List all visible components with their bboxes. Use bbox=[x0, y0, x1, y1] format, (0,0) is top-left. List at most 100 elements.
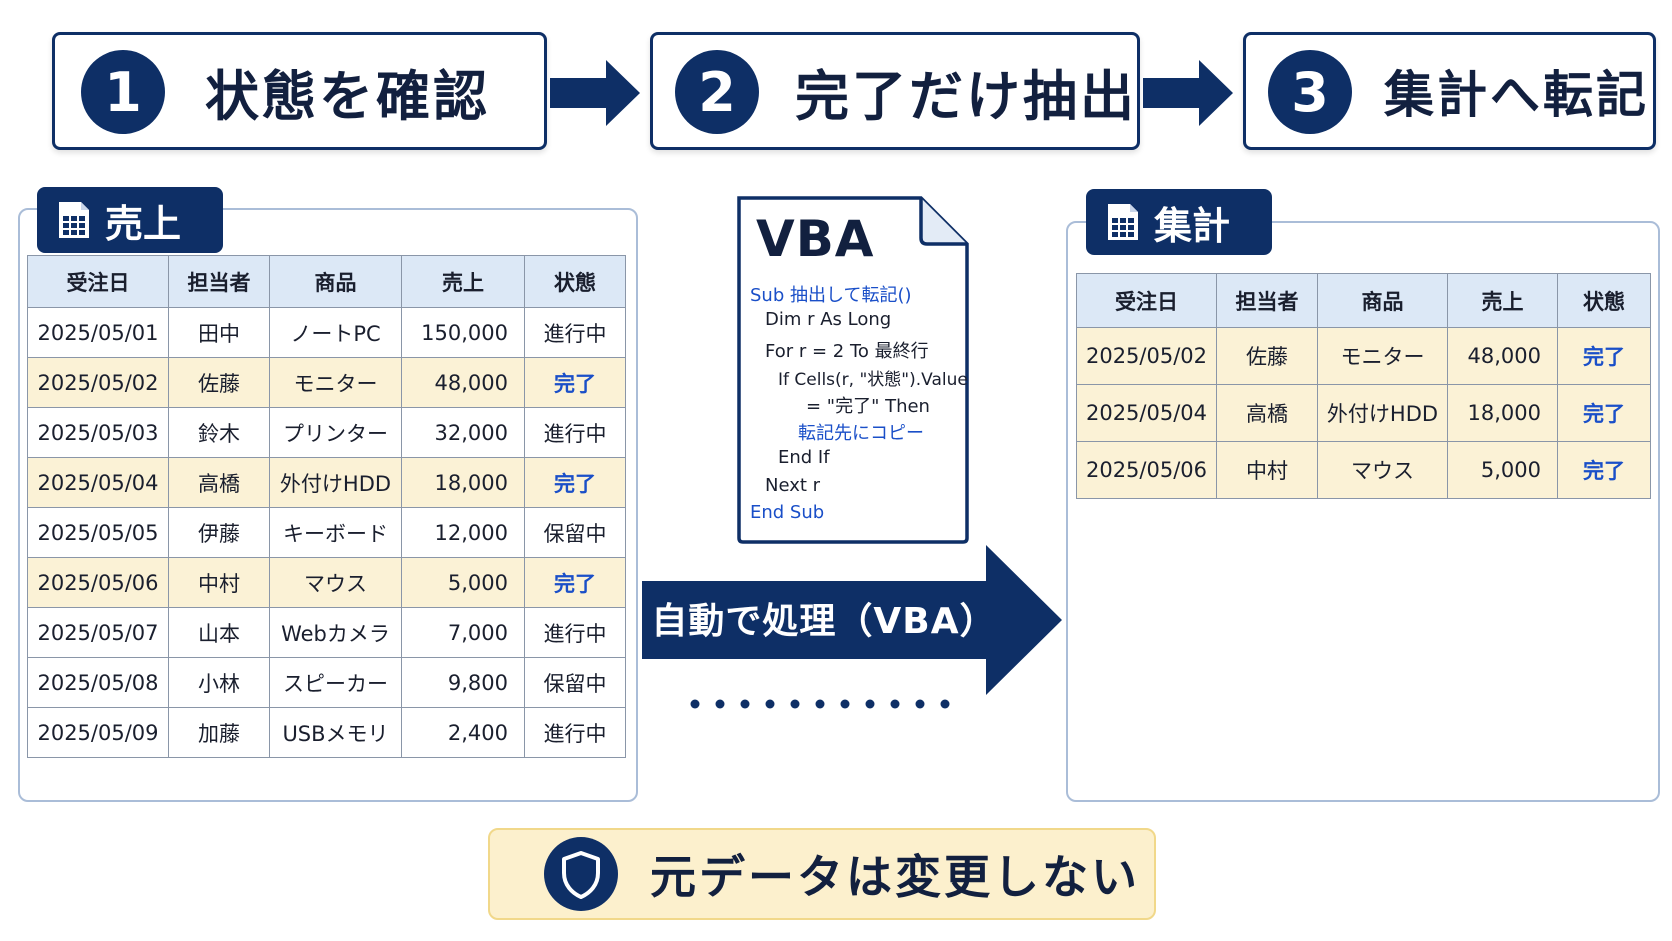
sales-table-cell: 高橋 bbox=[168, 457, 270, 508]
summary-sheet-tab: 集計 bbox=[1086, 189, 1272, 255]
spreadsheet-icon bbox=[1108, 204, 1138, 240]
sales-table-cell: USBメモリ bbox=[269, 707, 402, 758]
sales-table-cell: マウス bbox=[269, 557, 402, 608]
summary-table-cell: 2025/05/06 bbox=[1076, 441, 1217, 499]
process-arrow-icon bbox=[642, 545, 1062, 695]
step-2-number: 2 bbox=[675, 50, 759, 134]
sales-table-cell: 5,000 bbox=[401, 557, 525, 608]
summary-table-cell: 2025/05/02 bbox=[1076, 327, 1217, 385]
summary-table-cell: 5,000 bbox=[1447, 441, 1558, 499]
sales-table-cell: 小林 bbox=[168, 657, 270, 708]
dotted-divider bbox=[690, 699, 950, 709]
sales-table-cell: 外付けHDD bbox=[269, 457, 402, 508]
sales-table-cell: ノートPC bbox=[269, 307, 402, 358]
sales-table-cell: 9,800 bbox=[401, 657, 525, 708]
spreadsheet-icon bbox=[59, 202, 89, 238]
sales-table-cell: 完了 bbox=[524, 557, 626, 608]
summary-column-header: 売上 bbox=[1447, 273, 1558, 328]
sales-column-header: 担当者 bbox=[168, 255, 270, 308]
sales-table-cell: 2,400 bbox=[401, 707, 525, 758]
sales-table-cell: 加藤 bbox=[168, 707, 270, 758]
sales-table-cell: 2025/05/05 bbox=[27, 507, 169, 558]
summary-table-cell: 佐藤 bbox=[1216, 327, 1318, 385]
sales-table-cell: 150,000 bbox=[401, 307, 525, 358]
code-line: End If bbox=[778, 447, 830, 468]
sales-table-cell: 中村 bbox=[168, 557, 270, 608]
summary-table-cell: 高橋 bbox=[1216, 384, 1318, 442]
sales-table-cell: 進行中 bbox=[524, 307, 626, 358]
step-1-number: 1 bbox=[81, 50, 165, 134]
summary-table-cell: 完了 bbox=[1557, 327, 1651, 385]
sales-table-cell: 進行中 bbox=[524, 707, 626, 758]
sales-table-cell: プリンター bbox=[269, 407, 402, 458]
code-line: Sub 抽出して転記() bbox=[750, 285, 912, 306]
step-1-label: 状態を確認 bbox=[205, 64, 490, 128]
sales-table-cell: スピーカー bbox=[269, 657, 402, 708]
summary-column-header: 担当者 bbox=[1216, 273, 1318, 328]
note-banner: 元データは変更しない bbox=[488, 828, 1156, 920]
sales-table-cell: 2025/05/08 bbox=[27, 657, 169, 708]
sales-table-cell: 山本 bbox=[168, 607, 270, 658]
summary-table-cell: モニター bbox=[1317, 327, 1448, 385]
sales-table-cell: 2025/05/09 bbox=[27, 707, 169, 758]
sales-table-cell: 佐藤 bbox=[168, 357, 270, 408]
step-3-label: 集計へ転記 bbox=[1384, 66, 1649, 124]
sales-table-cell: 2025/05/01 bbox=[27, 307, 169, 358]
step-3-box: 3 集計へ転記 bbox=[1243, 32, 1656, 150]
code-line: Next r bbox=[765, 475, 821, 496]
summary-table-cell: 外付けHDD bbox=[1317, 384, 1448, 442]
code-line: = "完了" Then bbox=[806, 396, 930, 417]
step-arrow-2-icon bbox=[1143, 60, 1233, 126]
summary-column-header: 受注日 bbox=[1076, 273, 1217, 328]
summary-column-header: 商品 bbox=[1317, 273, 1448, 328]
summary-table-cell: 完了 bbox=[1557, 441, 1651, 499]
summary-table-cell: 完了 bbox=[1557, 384, 1651, 442]
code-line: If Cells(r, "状態").Value bbox=[778, 370, 968, 390]
sales-table-cell: 伊藤 bbox=[168, 507, 270, 558]
note-text: 元データは変更しない bbox=[650, 850, 1140, 904]
summary-sheet-title: 集計 bbox=[1154, 203, 1231, 248]
summary-table-cell: 18,000 bbox=[1447, 384, 1558, 442]
sales-column-header: 売上 bbox=[401, 255, 525, 308]
sales-table-cell: 保留中 bbox=[524, 657, 626, 708]
vba-document-icon bbox=[737, 196, 969, 544]
sales-table-cell: Webカメラ bbox=[269, 607, 402, 658]
sales-table-cell: 2025/05/03 bbox=[27, 407, 169, 458]
step-arrow-1-icon bbox=[550, 60, 640, 126]
summary-table-cell: 48,000 bbox=[1447, 327, 1558, 385]
code-line: For r = 2 To 最終行 bbox=[765, 341, 929, 362]
sales-table-cell: 32,000 bbox=[401, 407, 525, 458]
sales-table-cell: 18,000 bbox=[401, 457, 525, 508]
step-2-box: 2 完了だけ抽出 bbox=[650, 32, 1140, 150]
step-3-number: 3 bbox=[1268, 50, 1352, 134]
sales-table-cell: 進行中 bbox=[524, 607, 626, 658]
code-line: 転記先にコピー bbox=[798, 423, 924, 444]
sales-table-cell: 2025/05/06 bbox=[27, 557, 169, 608]
sales-table-cell: 保留中 bbox=[524, 507, 626, 558]
sales-table-cell: 完了 bbox=[524, 457, 626, 508]
sales-table-cell: 2025/05/07 bbox=[27, 607, 169, 658]
sales-sheet-title: 売上 bbox=[105, 201, 182, 246]
shield-icon bbox=[544, 837, 618, 911]
code-line: End Sub bbox=[750, 502, 825, 523]
sales-column-header: 状態 bbox=[524, 255, 626, 308]
sales-column-header: 商品 bbox=[269, 255, 402, 308]
step-1-box: 1 状態を確認 bbox=[52, 32, 547, 150]
sales-table-cell: 鈴木 bbox=[168, 407, 270, 458]
sales-table-header: 受注日担当者商品売上状態 bbox=[27, 255, 626, 308]
sales-sheet-tab: 売上 bbox=[37, 187, 223, 253]
sales-table-cell: 田中 bbox=[168, 307, 270, 358]
